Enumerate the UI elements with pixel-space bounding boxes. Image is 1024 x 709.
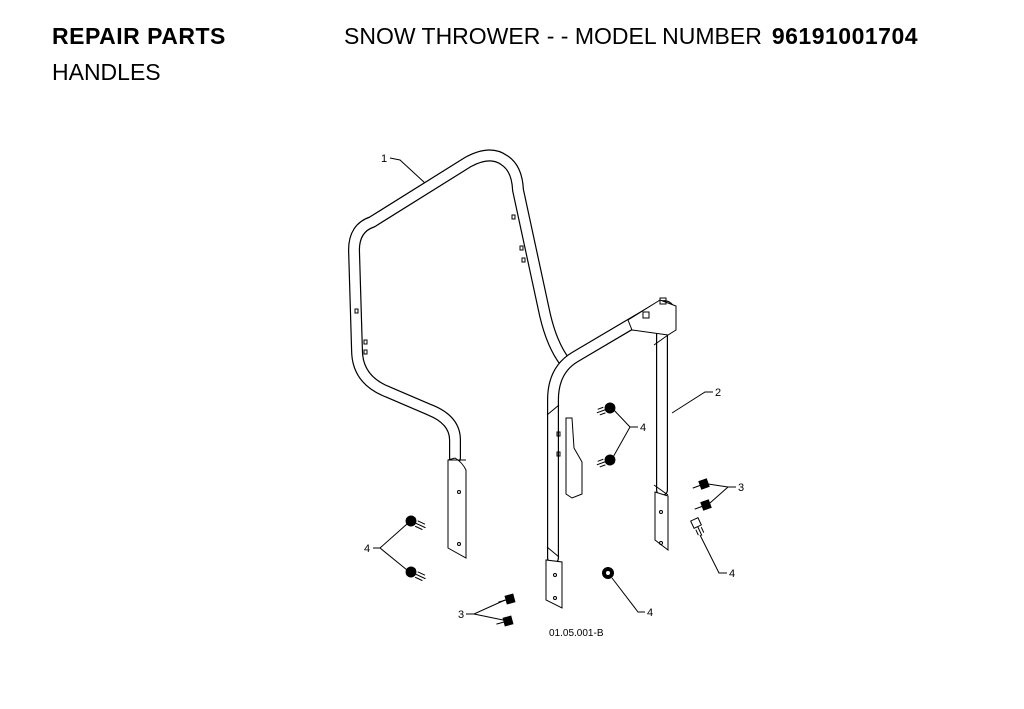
product-title: SNOW THROWER - - MODEL NUMBER 96191001704 [344,22,918,50]
callout-4-bottom: 4 [647,607,653,619]
bolt-right-lower [694,499,712,511]
drawing-code: 01.05.001-B [549,628,604,639]
bolt-bottom-upper [498,593,516,605]
nut-center [602,567,614,579]
callout-4-center: 4 [640,422,646,434]
screw-right [690,517,705,536]
lower-handle-part [545,297,677,609]
product-label: SNOW THROWER - - MODEL NUMBER [344,23,762,49]
callout-3-right: 3 [738,482,744,494]
callout-3-bottom: 3 [458,609,464,621]
callout-1: 1 [381,153,387,165]
callout-4-right: 4 [729,568,735,580]
screw-center-upper [596,402,616,416]
callout-4-left: 4 [364,543,370,555]
screw-left-lower [405,566,426,582]
leader-lines [373,157,736,621]
model-number: 96191001704 [771,23,919,49]
section-title: REPAIR PARTS [52,23,226,49]
upper-handle-part [348,149,571,559]
bolt-bottom-lower [496,615,514,627]
subsection-title: HANDLES [52,59,161,85]
callout-2: 2 [715,387,721,399]
screw-left-upper [405,515,426,531]
bolt-right-upper [692,478,710,490]
hardware-fasteners [405,402,712,627]
